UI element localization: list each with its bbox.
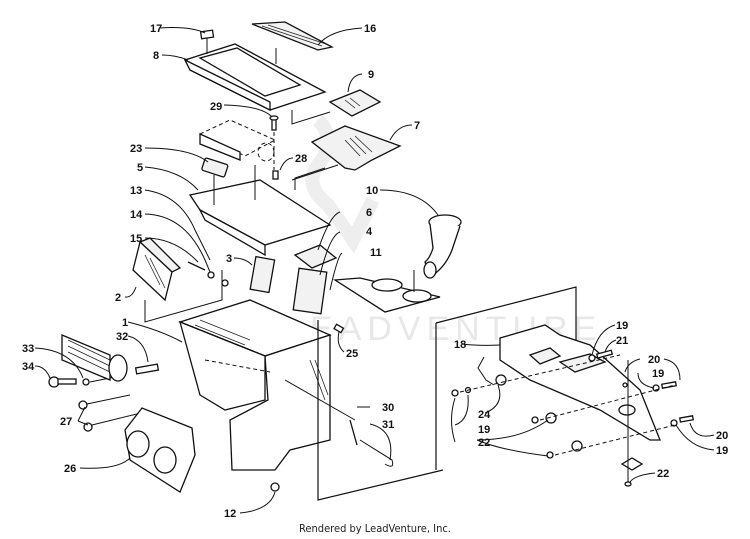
callout-13: 13	[130, 185, 142, 197]
part-8-lid	[183, 38, 327, 112]
callout-31: 31	[382, 419, 394, 431]
callout-19c: 19	[478, 424, 490, 436]
diagram-frame	[317, 320, 444, 501]
callout-29: 29	[210, 101, 222, 113]
callout-15: 15	[130, 233, 142, 245]
callout-10: 10	[366, 185, 378, 197]
part-16-intake-cover	[251, 21, 334, 64]
callout-32: 32	[116, 331, 128, 343]
part-23-grommet	[201, 157, 229, 178]
callout-33: 33	[22, 343, 34, 355]
callout-18: 18	[454, 339, 466, 351]
callout-12: 12	[224, 508, 236, 520]
callout-4: 4	[366, 226, 373, 238]
callout-14: 14	[130, 209, 143, 221]
callout-3: 3	[226, 253, 232, 265]
part-2-screen	[132, 237, 223, 323]
callout-28: 28	[295, 153, 307, 165]
callout-34: 34	[22, 361, 35, 373]
callout-19a: 19	[616, 320, 628, 332]
part-30-rod	[284, 379, 394, 467]
callout-20a: 20	[648, 354, 660, 366]
callout-8: 8	[153, 50, 159, 62]
part-10-elbow	[423, 214, 462, 279]
callout-2: 2	[115, 292, 121, 304]
part-26-adapter	[124, 407, 196, 493]
callout-17: 17	[150, 23, 162, 35]
part-29-screw	[269, 115, 279, 170]
part-dashed-block	[198, 119, 277, 162]
callout-23: 23	[130, 143, 142, 155]
callout-30: 30	[382, 402, 394, 414]
part-27-rivets	[78, 394, 146, 432]
callout-27: 27	[60, 416, 72, 428]
part-9-foam-block	[291, 89, 382, 125]
part-32-spacer	[134, 363, 160, 375]
callout-5: 5	[137, 162, 143, 174]
part-15-screw	[187, 261, 229, 287]
callout-11: 11	[370, 247, 382, 259]
diagram-frame-right	[435, 286, 577, 345]
part-3-filter	[249, 255, 276, 294]
part-6-bracket	[293, 244, 338, 269]
part-hardware-right	[451, 349, 694, 487]
part-1-base	[178, 299, 332, 471]
callout-22a: 22	[478, 437, 490, 449]
part-5-tray	[188, 165, 332, 257]
callout-19b: 19	[652, 368, 664, 380]
callout-26: 26	[64, 463, 76, 475]
part-34-bolt	[48, 374, 126, 388]
callout-9: 9	[368, 69, 374, 81]
callout-leaders	[34, 27, 715, 514]
callout-16: 16	[364, 23, 376, 35]
part-25-spring	[333, 323, 345, 334]
part-filter-element	[61, 334, 128, 382]
callout-20b: 20	[716, 430, 728, 442]
callout-labels: 17 16 8 9 29 7 23 28 5 13 14 15 10 6 4 1…	[22, 23, 728, 520]
callout-1: 1	[122, 317, 128, 329]
callout-6: 6	[366, 207, 372, 219]
callout-19d: 19	[716, 445, 728, 457]
callout-21: 21	[616, 335, 628, 347]
callout-25: 25	[346, 348, 358, 360]
callout-22b: 22	[657, 468, 669, 480]
part-4-filter	[292, 267, 328, 315]
footer-credit: Rendered by LeadVenture, Inc.	[299, 522, 451, 535]
part-11-gasket	[333, 270, 441, 313]
callout-24: 24	[478, 409, 491, 421]
part-7-intake-duct	[291, 125, 402, 181]
part-18-intake-box	[499, 324, 661, 441]
part-24-wire-bracket	[477, 356, 495, 386]
part-28-rivet	[272, 170, 279, 180]
part-12-drain-plug	[270, 482, 280, 492]
callout-7: 7	[414, 120, 420, 132]
